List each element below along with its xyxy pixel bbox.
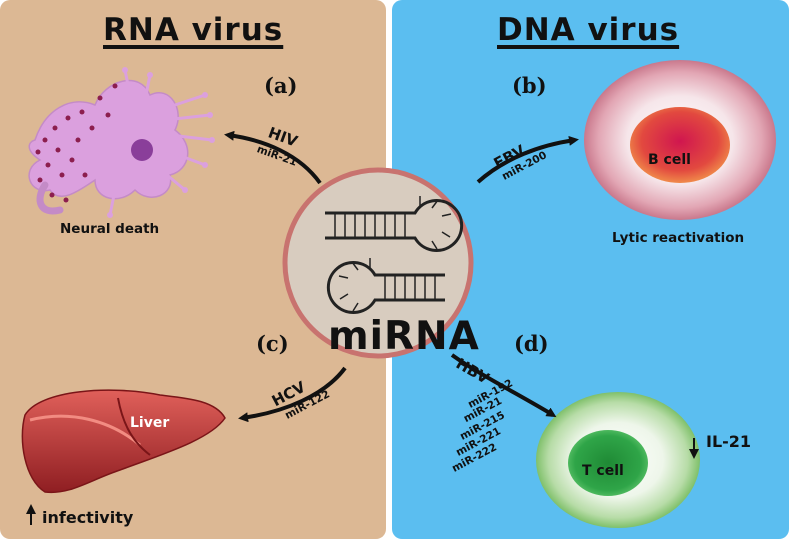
panel-b-letter: (b) [512, 73, 547, 98]
dna-virus-title: DNA virus [497, 12, 680, 48]
neuron-illustration [28, 67, 215, 218]
t-cell-illustration [536, 392, 700, 528]
liver-label: Liver [130, 415, 170, 431]
arrow-ebv [476, 135, 579, 184]
il21-label: IL-21 [706, 432, 752, 451]
neural-death-caption: Neural death [60, 221, 160, 237]
panel-c-letter: (c) [256, 331, 289, 356]
lytic-reactivation-caption: Lytic reactivation [612, 230, 745, 246]
panel-d-letter: (d) [514, 331, 549, 356]
arrow-hiv [224, 130, 322, 185]
infectivity-label: infectivity [42, 508, 134, 527]
b-cell-illustration [584, 60, 776, 220]
t-cell-label: T cell [582, 463, 624, 479]
arrow-hbv [450, 353, 557, 418]
mirna-center-circle [282, 167, 474, 359]
b-cell-label: B cell [648, 152, 691, 168]
arrow-hcv [238, 366, 347, 423]
mirna-center-label: miRNA [328, 314, 480, 359]
liver-illustration [21, 389, 226, 494]
rna-virus-title: RNA virus [103, 12, 284, 48]
panel-a-letter: (a) [264, 73, 298, 98]
